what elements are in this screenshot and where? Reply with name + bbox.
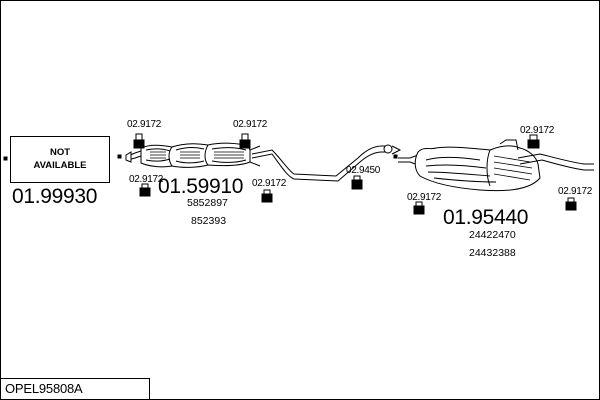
middle-silencer-ref-1: 5852897 [187, 197, 228, 209]
bracket-h-label: 02.9172 [558, 186, 593, 197]
bracket-a-label: 02.9172 [127, 119, 162, 130]
middle-silencer-ref-2: 852393 [191, 215, 227, 227]
bracket-e-drawing [351, 175, 363, 190]
rear-silencer-drawing [393, 139, 594, 192]
bracket-b-label: 02.9172 [233, 119, 268, 130]
bracket-f-drawing [527, 134, 540, 149]
bracket-g-label: 02.9172 [407, 192, 442, 203]
rear-silencer-part-number: 01.95440 [443, 206, 529, 229]
middle-silencer-drawing [125, 142, 261, 168]
connector-right [117, 154, 122, 159]
rear-silencer-ref-2: 24432388 [469, 247, 516, 259]
bracket-d-label: 02.9172 [252, 178, 287, 189]
not-available-text: NOT AVAILABLE [33, 147, 87, 171]
bracket-b-drawing [239, 133, 251, 149]
bracket-e-label: 02.9450 [346, 165, 381, 176]
bracket-a-drawing [133, 133, 145, 149]
connector-left [3, 156, 8, 161]
model-code-box: OPEL95808A [0, 378, 150, 400]
not-available-box: NOT AVAILABLE [10, 136, 110, 183]
model-code: OPEL95808A [5, 381, 83, 396]
bracket-c-drawing [139, 183, 151, 197]
front-pipe-part-number: 01.99930 [12, 185, 98, 208]
bracket-d-drawing [261, 189, 273, 203]
bracket-g-drawing [413, 201, 425, 215]
bracket-h-drawing [565, 197, 577, 211]
rear-silencer-ref-1: 24422470 [469, 229, 516, 241]
connecting-pipe-drawing [251, 144, 402, 182]
bracket-f-label: 02.9172 [520, 125, 555, 136]
middle-silencer-part-number: 01.59910 [158, 175, 244, 198]
bracket-c-label: 02.9172 [129, 174, 164, 185]
